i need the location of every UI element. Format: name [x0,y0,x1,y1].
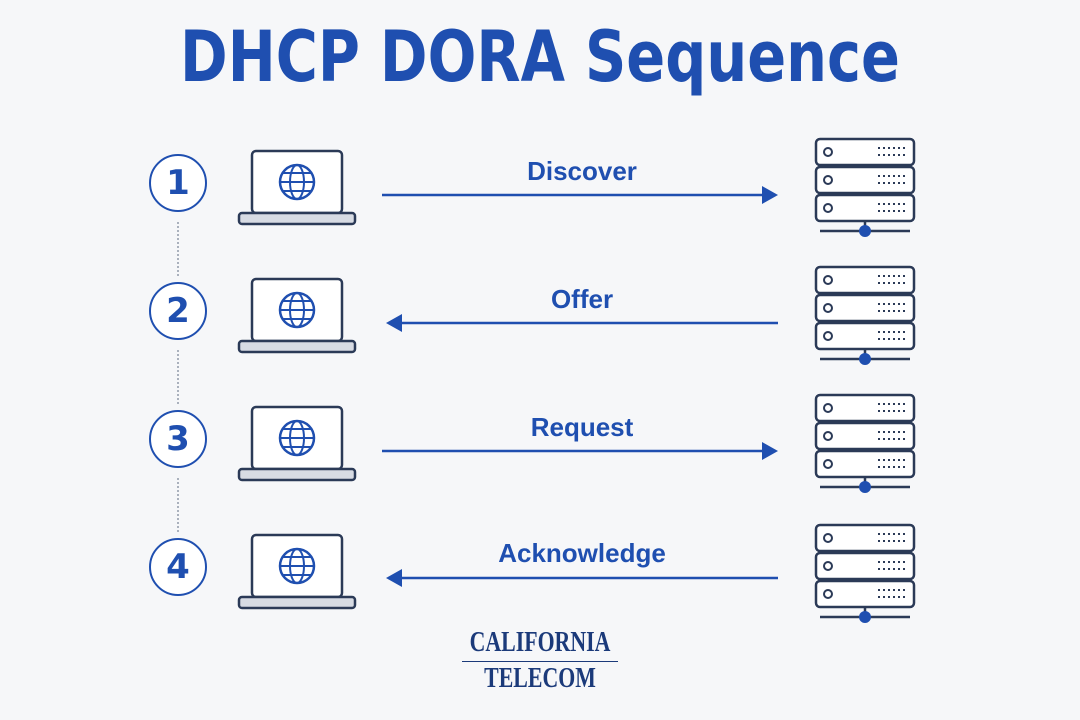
message-label: Discover [527,156,637,186]
dora-step-offer: 2 Offer [0,262,1080,390]
server-rack-icon [814,393,916,493]
step-number-badge: 1 [149,154,207,212]
brand-logo: CALIFORNIA TELECOM [462,626,618,696]
step-connector-line [177,222,179,276]
arrow-right-icon [382,442,778,460]
step-connector-line [177,478,179,532]
dora-step-request: 3 Request [0,390,1080,518]
message-label: Request [530,412,634,442]
step-number-badge: 3 [149,410,207,468]
server-rack-icon [814,137,916,237]
dora-step-discover: 1 Discover [0,134,1080,262]
step-connector-line [177,350,179,404]
step-number-badge: 2 [149,282,207,340]
laptop-globe-icon [237,277,357,354]
server-rack-icon [814,265,916,365]
server-rack-icon [814,523,916,623]
laptop-globe-icon [237,405,357,482]
dora-step-acknowledge: 4 Acknowledge [0,518,1080,646]
message-label: Offer [550,284,614,314]
laptop-globe-icon [237,533,357,610]
logo-line-2: TELECOM [484,663,596,694]
arrow-left-icon [386,314,778,332]
message-label: Acknowledge [498,538,666,568]
laptop-globe-icon [237,149,357,226]
step-number-badge: 4 [149,538,207,596]
arrow-left-icon [386,569,778,587]
page-title: DHCP DORA Sequence [180,16,900,98]
arrow-right-icon [382,186,778,204]
logo-line-1: CALIFORNIA [462,626,618,662]
